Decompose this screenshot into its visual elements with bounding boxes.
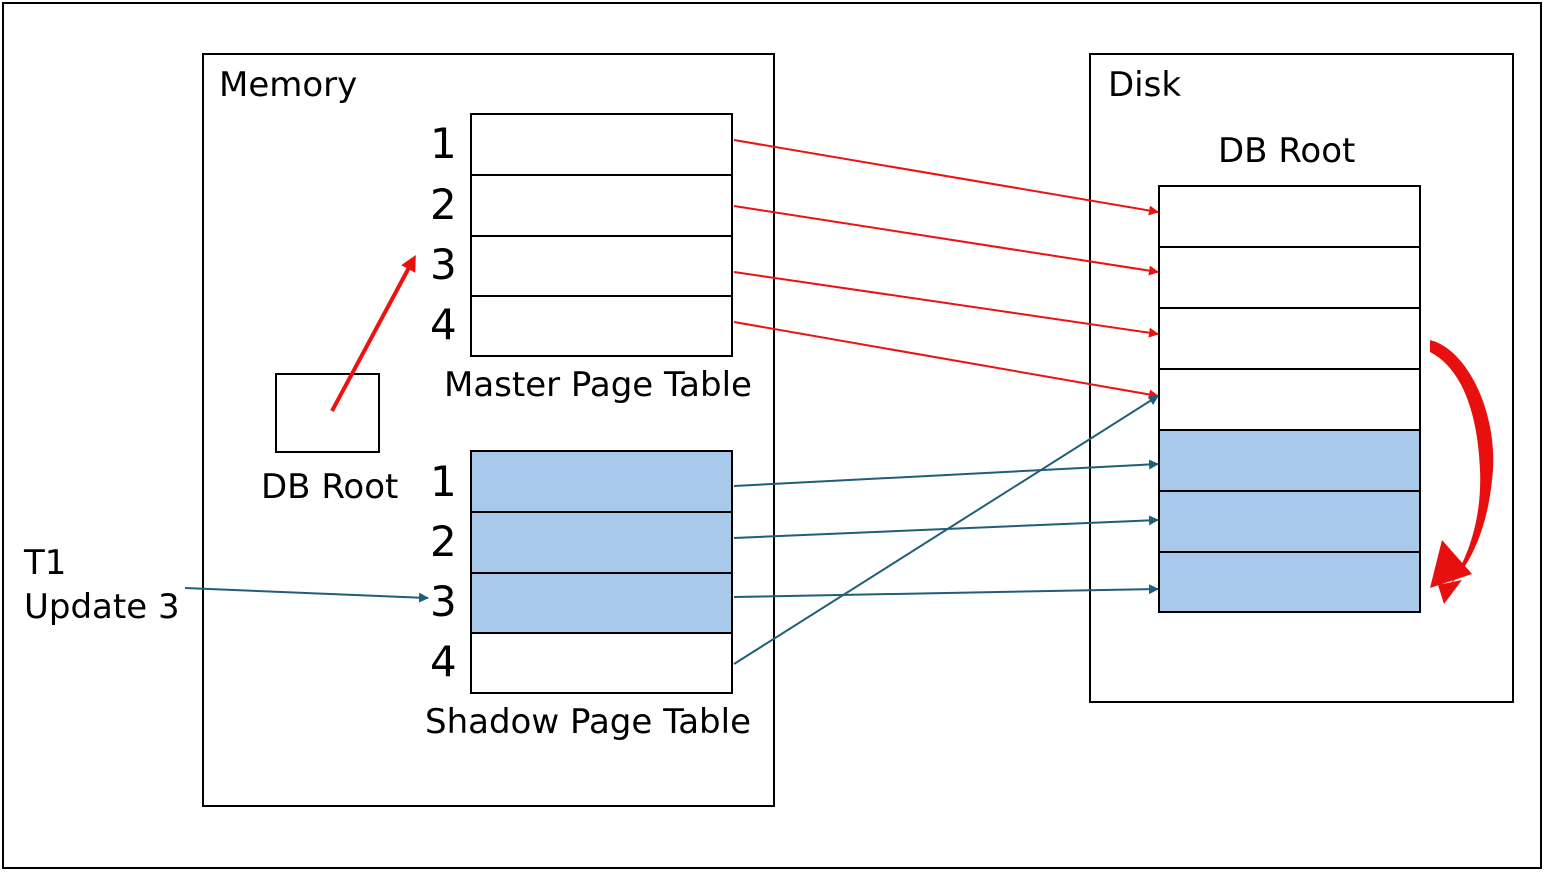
shadow-pointer-arrow	[733, 584, 1159, 598]
shadow-row-number: 4	[430, 637, 457, 686]
disk-page-new	[1158, 429, 1421, 492]
master-table-cell	[470, 295, 733, 357]
root-switch-arrowhead	[1430, 540, 1472, 604]
disk-page	[1158, 185, 1421, 248]
disk-page	[1158, 368, 1421, 431]
disk-page-new	[1158, 551, 1421, 613]
shadow-row-number: 1	[430, 457, 457, 506]
master-row-number: 1	[430, 119, 457, 168]
transaction-action: Update 3	[24, 587, 180, 627]
shadow-row-number: 2	[430, 517, 457, 566]
master-pointer-arrow	[733, 205, 1159, 276]
disk-page	[1158, 246, 1421, 309]
master-pointer-arrow	[733, 321, 1159, 400]
master-row-number: 4	[430, 300, 457, 349]
transaction-name: T1	[24, 543, 67, 583]
shadow-page-table-label: Shadow Page Table	[425, 702, 752, 742]
memory-db-root-label: DB Root	[261, 467, 399, 507]
shadow-pointer-arrow	[733, 459, 1159, 487]
shadow-table-cell-modified	[470, 572, 733, 634]
shadow-row-number: 3	[430, 577, 457, 626]
master-table-cell	[470, 235, 733, 297]
master-row-number: 3	[430, 240, 457, 289]
db-root-pointer-arrow	[330, 254, 416, 412]
root-switch-curved-arrow	[1430, 340, 1494, 585]
shadow-table-cell	[470, 632, 733, 694]
transaction-update-arrow	[184, 587, 429, 603]
shadow-pointer-arrow	[733, 395, 1159, 665]
shadow-table-cell-modified	[470, 511, 733, 574]
disk-title: Disk	[1108, 65, 1182, 105]
master-pointer-arrow	[733, 271, 1159, 338]
disk-db-root-label: DB Root	[1218, 131, 1356, 171]
master-page-table-label: Master Page Table	[444, 365, 752, 405]
memory-title: Memory	[219, 65, 358, 105]
master-row-number: 2	[430, 180, 457, 229]
memory-db-root-box	[275, 373, 380, 453]
master-pointer-arrow	[733, 139, 1159, 216]
